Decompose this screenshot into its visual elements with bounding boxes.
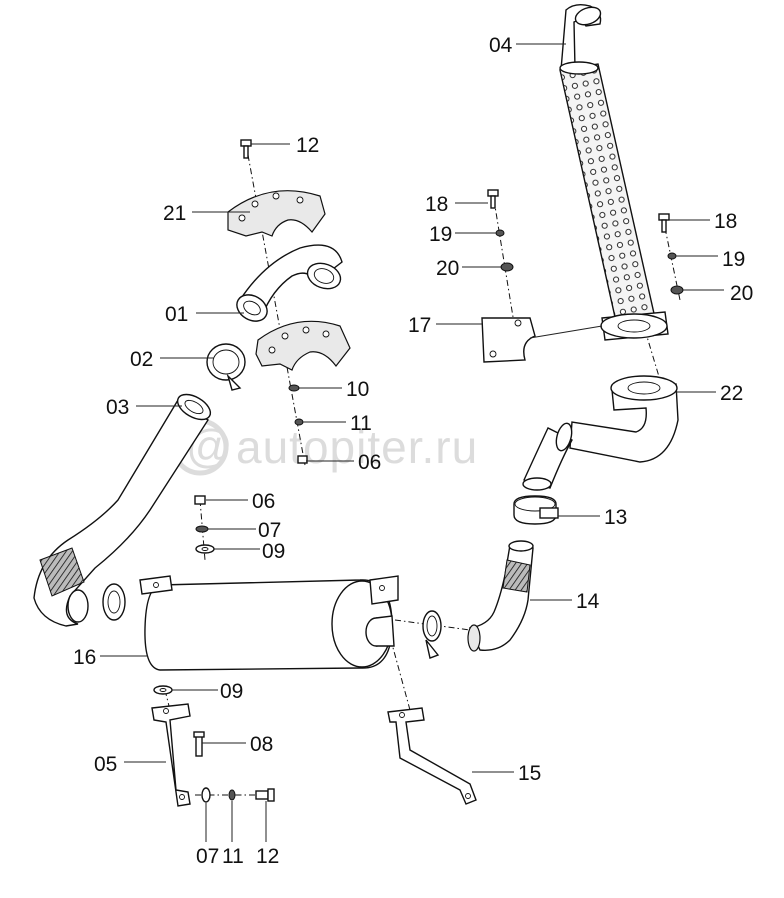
callout-20-right: 20 (730, 282, 753, 305)
callout-02: 02 (130, 348, 153, 371)
clamp-outlet (422, 610, 442, 659)
bolt-12-low (255, 788, 275, 802)
nut-06-mid (194, 495, 206, 505)
callout-01: 01 (165, 303, 188, 326)
tailpipe-perforated (559, 3, 669, 341)
bracket-15 (387, 707, 477, 805)
heat-shield-lower (255, 320, 351, 371)
clamp-13 (513, 495, 559, 525)
clamp-02 (206, 343, 246, 391)
callout-19-right: 19 (722, 248, 745, 271)
callout-11: 11 (350, 412, 372, 435)
flex-pipe-14 (467, 540, 534, 652)
washer-19-left (495, 229, 505, 237)
inlet-pipe-03 (33, 393, 212, 627)
callout-11-low: 11 (222, 845, 244, 868)
u-pipe-01 (236, 244, 343, 322)
bolt-18-left (487, 189, 499, 209)
washer-09-low (153, 685, 173, 695)
bracket-17 (481, 317, 536, 363)
washer-11-low (228, 789, 236, 801)
callout-18-right: 18 (714, 210, 737, 233)
callout-18: 18 (425, 193, 448, 216)
bolt-08 (193, 731, 205, 757)
callout-20: 20 (436, 257, 459, 280)
nut-06-top (297, 455, 308, 464)
callout-09-mid: 09 (262, 540, 285, 563)
callout-labels: 12 21 01 02 03 10 11 06 06 07 09 16 09 0… (73, 34, 753, 868)
callout-08: 08 (250, 733, 273, 756)
callout-06-mid: 06 (252, 490, 275, 513)
watermark: @ autopiter.ru (171, 418, 478, 476)
callout-13: 13 (604, 506, 627, 529)
callout-14: 14 (576, 590, 600, 613)
callout-21: 21 (163, 202, 186, 225)
muffler-16 (139, 575, 399, 671)
watermark-text: autopiter.ru (236, 421, 478, 473)
washer-11-top (294, 418, 304, 426)
callout-12-low: 12 (256, 845, 279, 868)
washer-19-right (667, 252, 677, 260)
bolt-18-right (658, 213, 670, 233)
washer-10 (288, 384, 300, 392)
callout-16: 16 (73, 646, 96, 669)
elbow-pipe-22 (522, 375, 679, 491)
callout-09-low: 09 (220, 680, 243, 703)
callout-22: 22 (720, 382, 743, 405)
callout-12: 12 (296, 134, 319, 157)
callout-19: 19 (429, 223, 452, 246)
washer-07-low (201, 787, 211, 803)
heat-shield-21 (227, 190, 326, 237)
callout-03: 03 (106, 396, 129, 419)
callout-05: 05 (94, 753, 117, 776)
callout-07-mid: 07 (258, 519, 281, 542)
washer-20-left (500, 262, 514, 272)
clamp-inlet (102, 583, 126, 621)
bolt-12-top (240, 139, 252, 159)
callout-17: 17 (408, 314, 431, 337)
callout-04: 04 (489, 34, 513, 57)
washer-09-mid (195, 544, 215, 554)
callout-10: 10 (346, 378, 369, 401)
callout-06: 06 (358, 451, 381, 474)
washer-07-mid (195, 525, 209, 533)
leader-lines (100, 43, 724, 842)
washer-20-right (670, 285, 684, 295)
bracket-05 (151, 703, 191, 807)
callout-07-low: 07 (196, 845, 219, 868)
callout-15: 15 (518, 762, 541, 785)
